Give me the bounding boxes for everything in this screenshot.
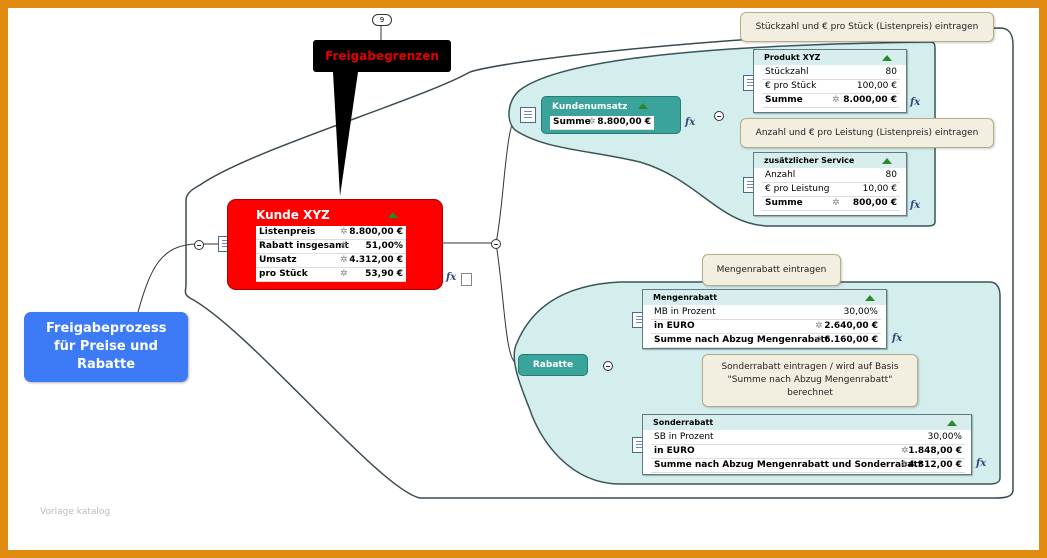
note-anzahl[interactable]: Anzahl und € pro Leistung (Listenpreis) … [740,118,994,148]
formula-icon[interactable]: fx [685,117,696,128]
kunde-title: Kunde XYZ [256,208,330,222]
watermark: Vorlage katalog [40,507,111,517]
root-topic[interactable]: Freigabeprozess für Preise und Rabatte [24,312,188,382]
sonderrabatt-title: Sonderrabatt [643,415,971,430]
table-row: Summe✲8.800,00 € [550,116,654,130]
produkt-title: Produkt XYZ [754,50,906,65]
table-row: Summe✲800,00 € [762,197,900,211]
triangle-up-icon[interactable] [638,103,648,109]
collapse-icon[interactable] [491,239,501,249]
table-row: Summe nach Abzug Mengenrabatt und Sonder… [651,459,965,473]
formula-icon[interactable]: fx [910,200,921,211]
table-row: Summe✲8.000,00 € [762,94,900,108]
service-title: zusätzlicher Service [754,153,906,168]
table-row: Listenpreis✲8.800,00 € [256,226,406,240]
formula-icon[interactable]: fx [976,458,987,469]
kundenumsatz-table: Summe✲8.800,00 € [550,116,654,130]
kundenumsatz-title: Kundenumsatz [552,102,628,112]
formula-icon[interactable]: fx [446,272,457,283]
triangle-up-icon[interactable] [388,212,398,218]
table-row: Rabatt insgesamt✲51,00% [256,240,406,254]
table-row: Summe nach Abzug Mengenrabatt✲6.160,00 € [651,334,881,348]
kundenumsatz-topic[interactable]: Kundenumsatz Summe✲8.800,00 € [541,96,681,134]
rabatte-topic[interactable]: Rabatte [518,354,588,376]
root-label: Freigabeprozess für Preise und Rabatte [46,321,167,372]
table-row: pro Stück✲53,90 € [256,268,406,282]
collapse-icon[interactable] [603,361,613,371]
table-row: Umsatz✲4.312,00 € [256,254,406,268]
note-stueckzahl[interactable]: Stückzahl und € pro Stück (Listenpreis) … [740,12,994,42]
note-mengenrabatt[interactable]: Mengenrabatt eintragen [702,254,841,286]
collapse-icon[interactable] [194,240,204,250]
table-icon[interactable] [520,107,536,123]
triangle-up-icon[interactable] [947,420,957,426]
kunde-table: Listenpreis✲8.800,00 € Rabatt insgesamt✲… [256,226,406,282]
note-sonderrabatt[interactable]: Sonderrabatt eintragen / wird auf Basis … [702,354,918,407]
collapse-icon[interactable] [714,111,724,121]
triangle-up-icon[interactable] [882,158,892,164]
kunde-topic[interactable]: Kunde XYZ Listenpreis✲8.800,00 € Rabatt … [227,199,443,290]
formula-icon[interactable]: fx [910,97,921,108]
triangle-up-icon[interactable] [865,295,875,301]
freigabegrenzen-callout[interactable]: Freigabegrenzen [313,40,451,72]
table-row: in EURO✲1.848,00 € [651,445,965,459]
document-icon[interactable] [461,273,472,286]
formula-icon[interactable]: fx [892,333,903,344]
mengenrabatt-title: Mengenrabatt [643,290,886,305]
callout-badge: 9 [372,14,392,26]
table-row: in EURO✲2.640,00 € [651,320,881,334]
triangle-up-icon[interactable] [882,55,892,61]
